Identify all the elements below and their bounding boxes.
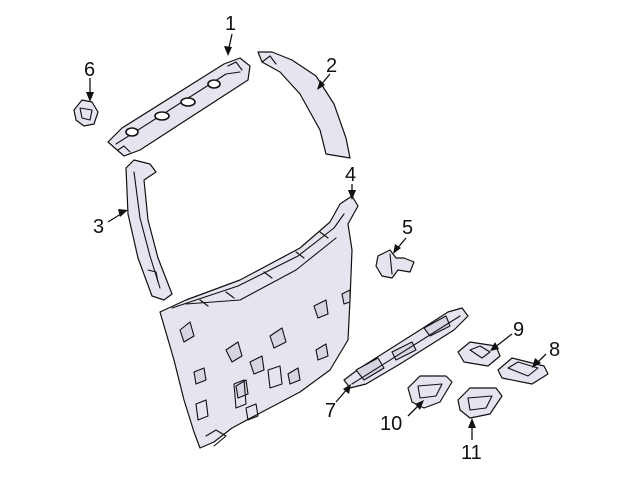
part-7-handle-bracket [343, 307, 469, 389]
part-10-switch [407, 375, 453, 409]
callout-3: 3 [93, 216, 104, 238]
callout-8: 8 [549, 339, 560, 361]
callout-11: 11 [461, 442, 482, 464]
part-5-retainer [375, 249, 415, 279]
part-8-switch-bezel [497, 357, 549, 385]
part-6-clip [73, 99, 99, 127]
callout-leaders [86, 33, 547, 440]
callout-10: 10 [380, 413, 402, 435]
callout-5: 5 [402, 217, 413, 239]
callout-4: 4 [345, 164, 356, 186]
part-2-side-trim [257, 51, 351, 159]
part-3-pillar-trim [125, 159, 173, 301]
part-4-liftgate-trim-panel [159, 195, 359, 449]
callout-7: 7 [325, 400, 336, 422]
part-9-bracket [457, 341, 501, 367]
callout-6: 6 [84, 59, 95, 81]
part-11-switch [457, 387, 503, 419]
callout-9: 9 [513, 319, 524, 341]
callout-labels: 1 2 3 4 5 6 7 8 9 10 11 [84, 13, 560, 464]
callout-2: 2 [326, 55, 337, 77]
callout-1: 1 [225, 13, 236, 35]
part-1-header-panel [107, 57, 251, 157]
